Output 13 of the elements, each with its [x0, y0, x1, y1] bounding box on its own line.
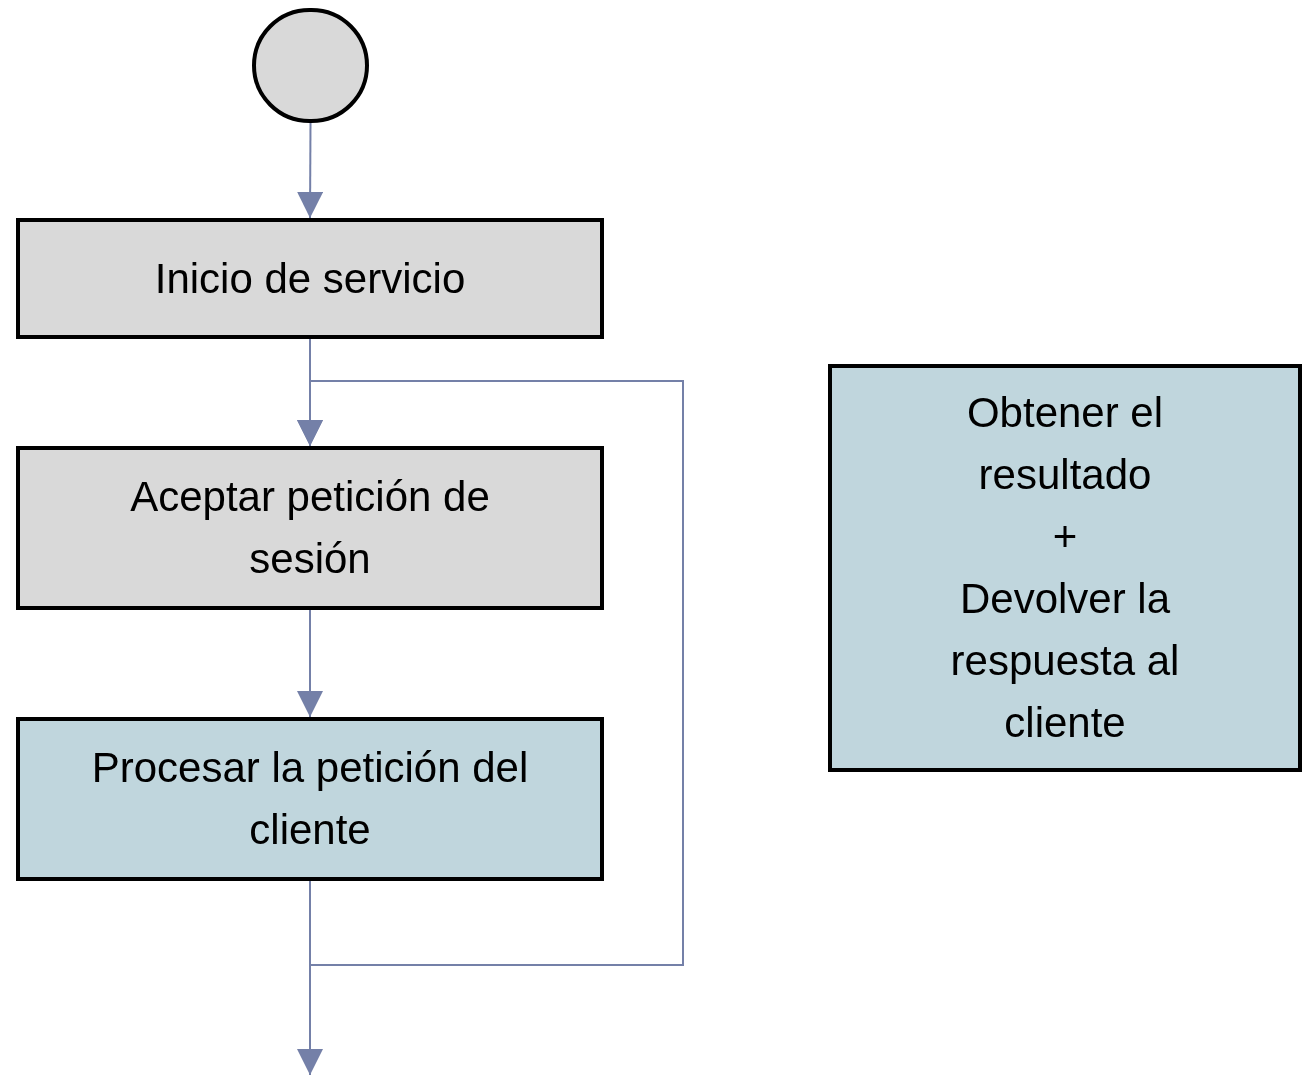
arrow — [297, 122, 324, 219]
box-text: Procesar la petición del cliente — [90, 743, 530, 855]
box-text: + — [1052, 512, 1078, 562]
process-box — [16, 446, 604, 610]
box-text: Inicio de servicio — [154, 253, 466, 304]
box-text: Devolver la respuesta al cliente — [949, 574, 1181, 748]
process-box — [16, 717, 604, 881]
process-box — [16, 218, 604, 339]
process-box — [828, 364, 1302, 772]
box-text: Obtener el resultado — [965, 388, 1165, 500]
box-text: Aceptar petición de sesión — [129, 472, 491, 584]
arrow — [297, 380, 684, 966]
arrow — [297, 609, 323, 718]
